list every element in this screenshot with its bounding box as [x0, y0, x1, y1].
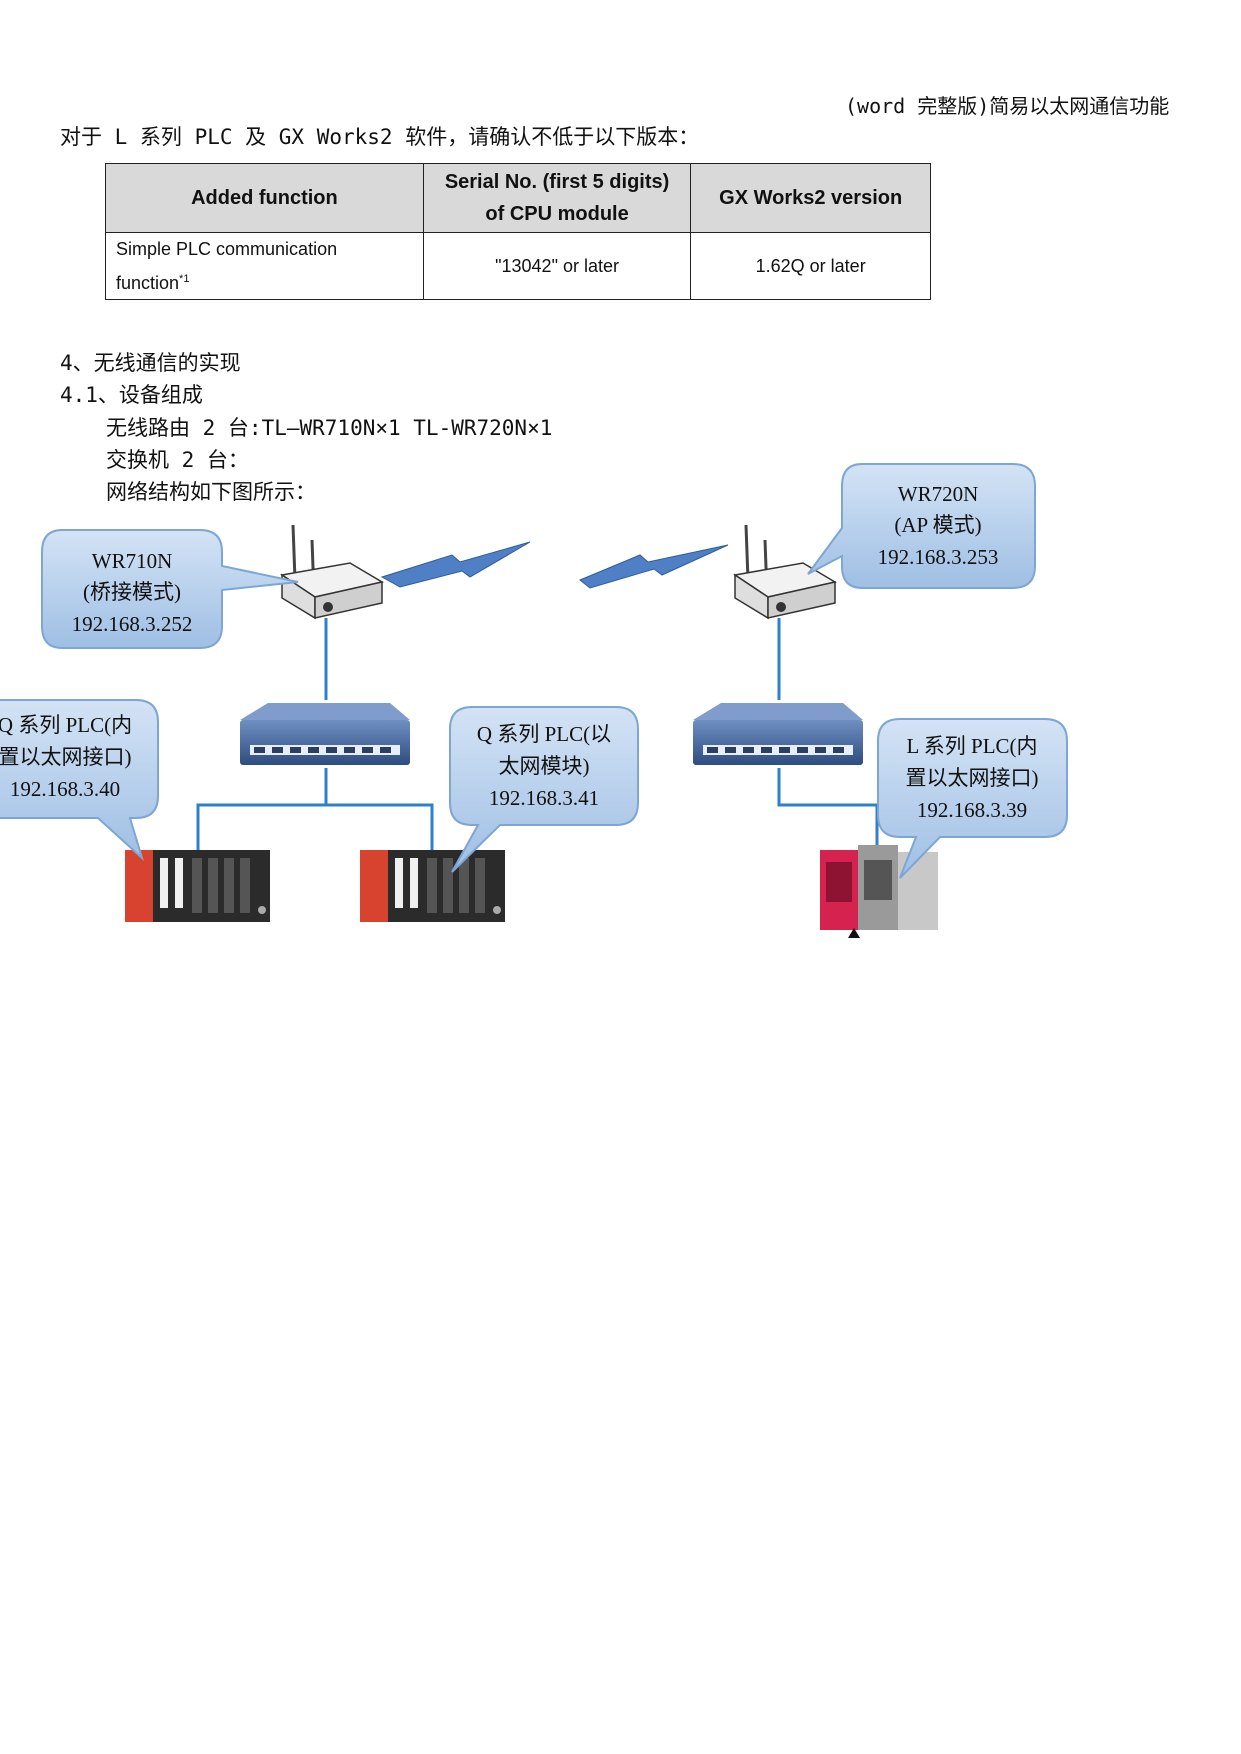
callout-wr710n: WR710N (桥接模式) 192.168.3.252: [41, 529, 299, 649]
network-diagram: WR710N (桥接模式) 192.168.3.252 WR720N (AP 模…: [0, 463, 1068, 938]
callout-wr710n-mode: (桥接模式): [83, 580, 181, 604]
l-plc-icon: [820, 845, 938, 938]
callout-wr720n-mode: (AP 模式): [894, 513, 981, 537]
version-requirements-table: Added function Serial No. (first 5 digit…: [105, 163, 931, 300]
callout-q-plc-builtin-type: 置以太网接口): [0, 745, 132, 769]
intro-text: 对于 L 系列 PLC 及 GX Works2 软件，请确认不低于以下版本：: [60, 125, 700, 149]
callout-q-plc-builtin: Q 系列 PLC(内 置以太网接口) 192.168.3.40: [0, 699, 159, 862]
header-serial-no: Serial No. (first 5 digits) of CPU modul…: [422, 163, 692, 233]
callout-q-plc-module: Q 系列 PLC(以 太网模块) 192.168.3.41: [449, 706, 639, 873]
network-links: [196, 618, 879, 850]
callout-l-plc: L 系列 PLC(内 置以太网接口) 192.168.3.39: [877, 718, 1068, 879]
switch-right-icon: [693, 703, 863, 765]
q-plc-left-icon: [125, 850, 270, 922]
callout-q-plc-module-type: 太网模块): [499, 754, 590, 778]
page-header: (word 完整版)简易以太网通信功能: [845, 94, 1170, 118]
wireless-signal-icon: [380, 541, 531, 588]
item-routers: 无线路由 2 台:TL—WR710N×1 TL-WR720N×1: [106, 416, 553, 440]
callout-wr710n-name: WR710N: [92, 549, 173, 573]
switch-left-icon: [240, 703, 410, 765]
q-plc-right-icon: [360, 850, 505, 922]
callout-q-plc-module-ip: 192.168.3.41: [489, 786, 599, 810]
callout-wr710n-ip: 192.168.3.252: [72, 612, 193, 636]
header-gx-version: GX Works2 version: [690, 163, 931, 233]
callout-l-plc-type: 置以太网接口): [906, 766, 1039, 790]
callout-l-plc-name: L 系列 PLC(内: [906, 734, 1037, 758]
cell-function: Simple PLC communication function*1: [105, 232, 424, 300]
function-line2: function*1: [116, 273, 190, 293]
callout-q-plc-builtin-name: Q 系列 PLC(内: [0, 713, 132, 737]
item-topology: 网络结构如下图所示：: [106, 480, 316, 504]
function-line1: Simple PLC communication: [116, 239, 338, 259]
router-wr720n-icon: [733, 524, 838, 620]
table-header-row: Added function Serial No. (first 5 digit…: [105, 163, 931, 233]
callout-l-plc-ip: 192.168.3.39: [917, 798, 1027, 822]
cell-serial: "13042" or later: [422, 232, 692, 300]
table-row: Simple PLC communication function*1 "130…: [105, 232, 931, 300]
header-serial-line2: of CPU module: [485, 203, 629, 225]
item-switches: 交换机 2 台：: [106, 448, 249, 472]
callout-q-plc-module-name: Q 系列 PLC(以: [477, 722, 611, 746]
cell-version: 1.62Q or later: [690, 232, 931, 300]
callout-q-plc-builtin-ip: 192.168.3.40: [10, 777, 120, 801]
callout-wr720n: WR720N (AP 模式) 192.168.3.253: [807, 463, 1036, 589]
callout-wr720n-ip: 192.168.3.253: [878, 545, 999, 569]
router-wr710n-icon: [280, 524, 385, 620]
wireless-signal-icon: [579, 544, 729, 589]
subsection-heading: 4.1、设备组成: [60, 383, 203, 407]
header-serial-line1: Serial No. (first 5 digits): [444, 171, 670, 193]
footnote-mark: *1: [179, 273, 190, 285]
callout-wr720n-name: WR720N: [898, 482, 979, 506]
header-added-function: Added function: [105, 163, 424, 233]
section-heading: 4、无线通信的实现: [60, 351, 241, 375]
